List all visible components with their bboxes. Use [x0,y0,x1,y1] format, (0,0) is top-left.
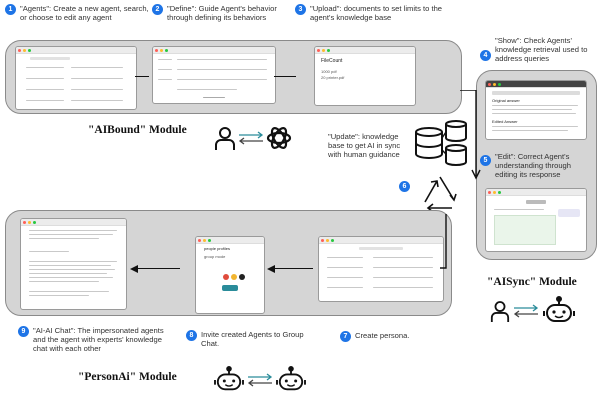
step-9: 9 "AI-AI Chat": The impersonated agents … [18,326,178,353]
database-icon [415,120,467,166]
define-window [152,46,276,104]
exchange-arrows-icon [238,131,264,145]
flow-arrow [273,268,313,270]
upload-title: FileCount [321,58,343,64]
step-6-label: "Update": knowledge base to get AI in sy… [328,132,401,159]
group-mode: group mode [204,254,226,259]
upload-file: 1000 pdf [321,69,337,74]
step-1: 1 "Agents": Create a new agent, search, … [5,4,153,22]
robot-icon [214,366,244,391]
step-4: 4 "Show": Check Agents' knowledge retrie… [480,36,595,63]
ai-chat-window [20,218,127,310]
step-badge: 9 [18,326,29,337]
step-badge: 4 [480,50,491,61]
arrow-head [267,265,275,273]
flow-connector [460,90,481,180]
flow-connector [440,214,447,269]
step-badge: 2 [152,4,163,15]
invite-button[interactable] [222,285,238,291]
flow-arrow [274,76,296,78]
step-badge: 5 [480,155,491,166]
flow-arrow [135,76,149,78]
agents-window [15,46,137,110]
openai-logo-icon [266,127,292,149]
edited-answer-label: Edited Answer [492,119,518,124]
user-icon [215,127,235,150]
upload-file: 20 printer.pdf [321,75,345,80]
step-badge: 7 [340,331,351,342]
group-title: people profiles [204,246,231,251]
step-7: 7 Create persona. [340,331,450,342]
reply-bubble [558,209,580,217]
original-answer-label: Original answer [492,98,520,103]
upload-window: FileCount 1000 pdf 20 printer.pdf [314,46,416,106]
step-2: 2 "Define": Guide Agent's behavior throu… [152,4,292,22]
step-badge: 8 [186,330,197,341]
exchange-arrows-icon [247,373,273,387]
exchange-arrows-icon [513,304,539,318]
aibound-module-label: "AIBound" Module [88,124,187,136]
robot-icon [543,296,575,322]
step-badge: 1 [5,4,16,15]
step-badge: 3 [295,4,306,15]
edit-window [485,188,587,252]
step-5: 5 "Edit": Correct Agent's understanding … [480,152,592,179]
user-icon [490,301,510,322]
arrow-head [130,265,138,273]
flow-arrow [136,268,180,270]
persona-window [318,236,444,302]
step-6-badge: 6 [399,181,410,192]
robot-icon [276,366,306,391]
show-window: Original answer Edited Answer [485,80,587,140]
sync-cycle-icon [424,176,457,213]
group-chat-window: people profiles group mode [195,236,265,314]
step-3: 3 "Upload": documents to set limits to t… [295,4,453,22]
agent-avatars [223,274,245,280]
aisync-module-label: "AISync" Module [487,276,577,288]
step-8: 8 Invite created Agents to Group Chat. [186,330,316,348]
personai-module-label: "PersonAi" Module [78,371,177,383]
edit-text-block [494,215,556,245]
